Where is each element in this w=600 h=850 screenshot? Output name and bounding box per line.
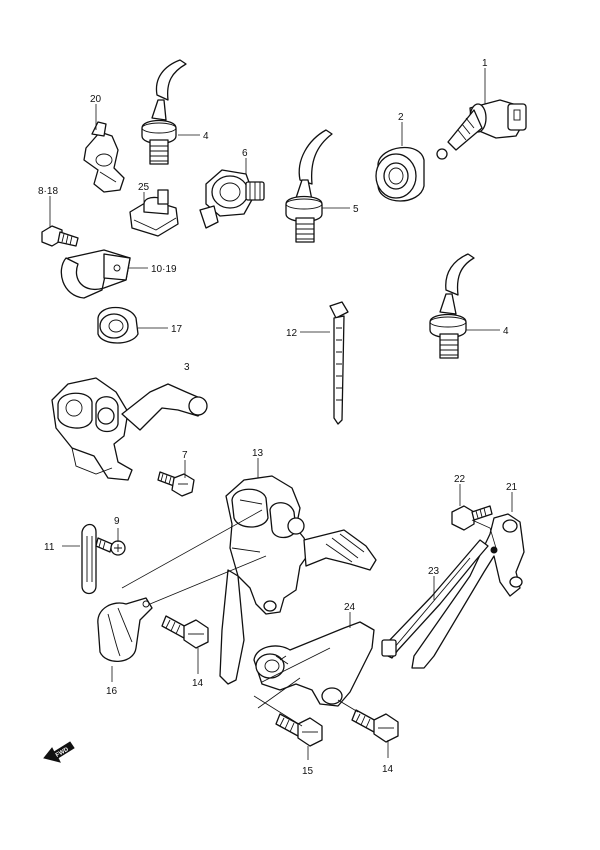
callout-4-right: 4: [503, 326, 509, 337]
part-16-clip: [97, 597, 153, 662]
part-1-connector: [436, 99, 527, 160]
callout-24: 24: [344, 602, 356, 613]
callout-15: 15: [302, 766, 314, 777]
part-8-18-bolt: [41, 225, 79, 247]
callout-7: 7: [182, 450, 188, 461]
callout-11: 11: [44, 542, 55, 553]
part-23-cable: [381, 539, 489, 659]
part-4-sensor-right: [429, 253, 475, 359]
part-13-control-lever: [219, 475, 377, 685]
part-24-bracket: [253, 621, 375, 707]
callout-20: 20: [90, 94, 102, 105]
callout-8-18: 8·18: [38, 186, 58, 197]
callout-1: 1: [482, 58, 488, 69]
callout-2: 2: [398, 112, 404, 123]
part-9-screw: [95, 537, 126, 556]
part-3-throttle-lever: [51, 377, 208, 481]
part-14-bolt-bottom: [351, 709, 399, 743]
part-14-bolt-center: [161, 615, 209, 649]
part-5-sensor: [285, 129, 333, 243]
callout-22: 22: [454, 474, 466, 485]
part-10-19-clamp: [60, 249, 131, 299]
callout-25: 25: [138, 182, 150, 193]
part-22-bolt: [451, 505, 493, 531]
callout-21: 21: [506, 482, 518, 493]
callout-23: 23: [428, 566, 440, 577]
callout-13: 13: [252, 448, 264, 459]
part-12-cable-tie: [329, 301, 349, 425]
part-11-strip: [81, 523, 97, 595]
callout-16: 16: [106, 686, 118, 697]
part-17-grommet: [97, 306, 139, 344]
callout-3: 3: [184, 362, 190, 373]
fwd-arrow: FWD: [43, 741, 75, 763]
part-15-bolt: [275, 713, 323, 747]
callout-17: 17: [171, 324, 183, 335]
part-25-cable-holder: [129, 189, 179, 237]
callout-5: 5: [353, 204, 359, 215]
callout-9: 9: [114, 516, 120, 527]
callout-labels: 1 2 3 4 4 5 6 7 8·18 9 10·19 11 12 13 14…: [38, 58, 518, 777]
part-21-link: [411, 513, 525, 669]
leader-lines: [49, 68, 513, 760]
part-20-clip: [83, 121, 125, 193]
part-6-pressure-switch: [199, 169, 265, 229]
part-4-sensor-top: [141, 59, 187, 165]
callout-6: 6: [242, 148, 248, 159]
callout-14-bottom: 14: [382, 764, 394, 775]
part-7-screw: [157, 471, 195, 497]
part-2-grommet: [375, 146, 425, 202]
callout-12: 12: [286, 328, 298, 339]
callout-10-19: 10·19: [151, 264, 177, 275]
callout-14-center: 14: [192, 678, 204, 689]
callout-4-top: 4: [203, 131, 209, 142]
